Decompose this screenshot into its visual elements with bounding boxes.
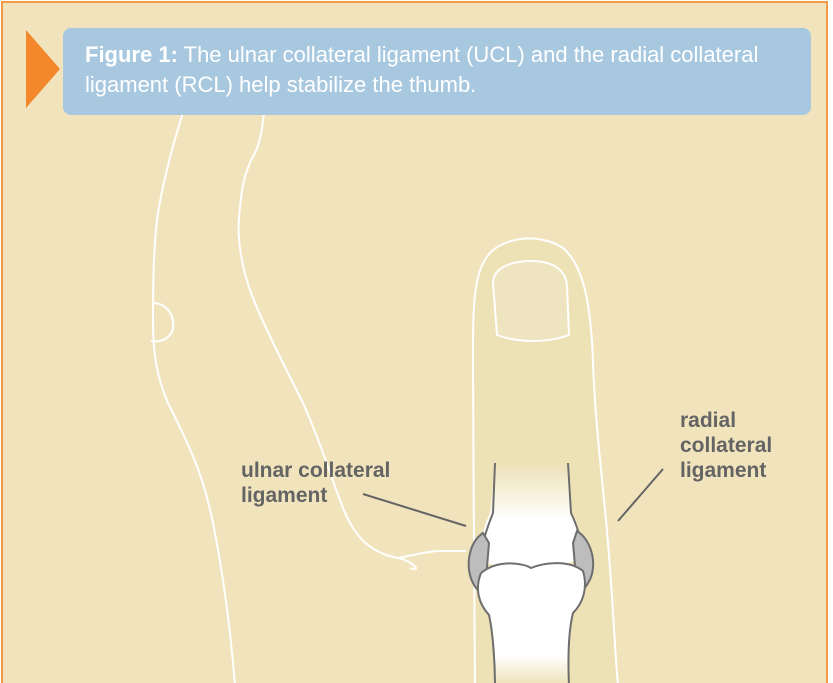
- figure-caption: Figure 1: The ulnar collateral ligament …: [63, 28, 811, 115]
- web-space: [398, 551, 466, 558]
- figure-label: Figure 1:: [85, 42, 178, 67]
- proximal-phalanx-bone: [481, 463, 583, 568]
- thumbnail: [493, 261, 569, 341]
- rcl-leader-line: [618, 469, 663, 521]
- ucl-label: ulnar collateral ligament: [241, 458, 441, 508]
- caption-arrow-icon: [26, 30, 60, 108]
- rcl-label: radial collateral ligament: [680, 408, 810, 483]
- figure-caption-text: The ulnar collateral ligament (UCL) and …: [85, 42, 758, 97]
